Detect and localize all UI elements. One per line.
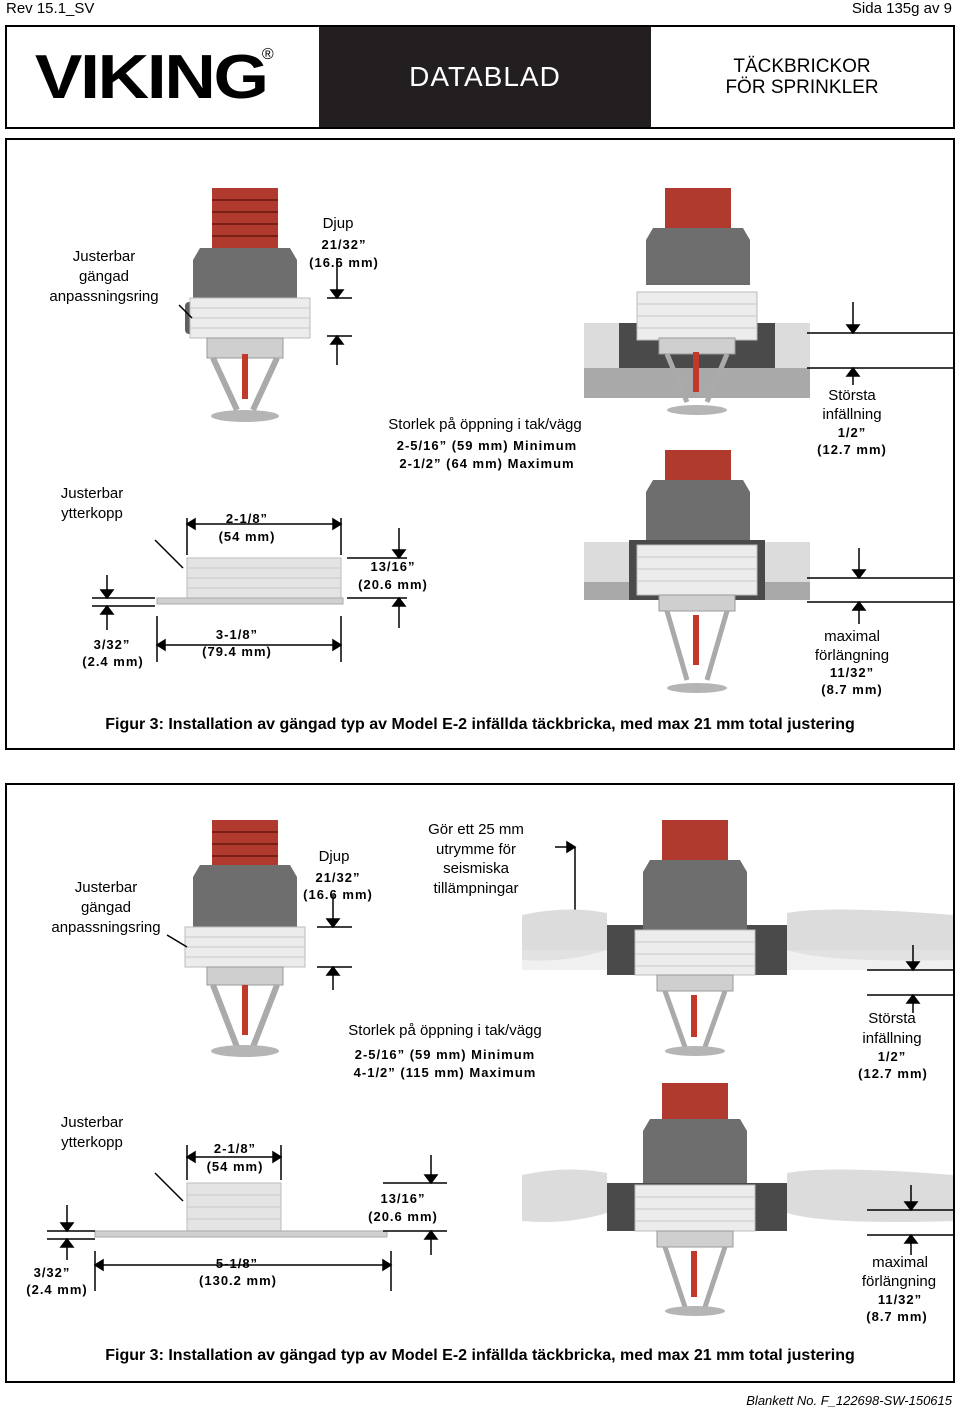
registered-mark: ® — [261, 46, 274, 63]
fig2-recess-label-2: infällning — [862, 1030, 922, 1047]
fig1-cup-height1: 13/16” — [370, 559, 416, 574]
fig1-ext-value2: (8.7 mm) — [821, 682, 883, 697]
fig2-opening-min: 2-5/16” (59 mm) Minimum — [354, 1047, 536, 1062]
product-title: TÄCKBRICKOR FÖR SPRINKLER — [651, 27, 953, 127]
fig1-cup-label-2: ytterkopp — [61, 505, 123, 522]
fig1-ring-label-3: anpassningsring — [49, 288, 159, 305]
fig1-flange1: 3/32” — [93, 637, 131, 652]
fig1-cup-width2: (54 mm) — [218, 529, 276, 544]
fig1-depth-value2: (16.6 mm) — [309, 255, 379, 270]
fig2-flange1: 3/32” — [33, 1265, 71, 1280]
revision-label: Rev 15.1_SV — [6, 0, 95, 17]
fig1-depth-label: Djup — [322, 215, 354, 232]
viking-logo: VIKING ® — [7, 27, 317, 127]
fig2-cup-width1: 2-1/8” — [213, 1141, 257, 1156]
fig1-depth-value1: 21/32” — [321, 237, 367, 252]
installed-sprinkler-top — [584, 188, 810, 415]
fig2-outer1: 5-1/8” — [215, 1256, 259, 1271]
fig2-opening-max: 4-1/2” (115 mm) Maximum — [353, 1065, 537, 1080]
figure1-drawing — [92, 188, 953, 693]
product-title-line2: FÖR SPRINKLER — [725, 77, 879, 98]
fig2-recess-value1: 1/2” — [877, 1049, 907, 1064]
fig2-depth-value1: 21/32” — [315, 870, 361, 885]
figure1-panel: Djup 21/32” (16.6 mm) Justerbar gängad a… — [5, 138, 955, 750]
fig1-opening-min: 2-5/16” (59 mm) Minimum — [396, 438, 578, 453]
datasheet-banner: VIKING ® DATABLAD TÄCKBRICKOR FÖR SPRINK… — [5, 25, 955, 129]
figure2-panel: Djup 21/32” (16.6 mm) Justerbar gängad a… — [5, 783, 955, 1383]
fig1-opening-max: 2-1/2” (64 mm) Maximum — [399, 456, 575, 471]
fig1-flange2: (2.4 mm) — [82, 654, 144, 669]
fig2-ext-value2: (8.7 mm) — [866, 1309, 928, 1324]
fig2-cup-width2: (54 mm) — [206, 1159, 264, 1174]
fig2-ext-label-1: maximal — [872, 1254, 928, 1271]
logo-text: VIKING — [35, 42, 269, 112]
fig2-cup-height2: (20.6 mm) — [368, 1209, 438, 1224]
fig1-ring-label-1: Justerbar — [72, 248, 136, 265]
fig1-outer1: 3-1/8” — [215, 627, 259, 642]
installed-sprinkler-bottom-2 — [522, 1083, 953, 1316]
fig2-outer2: (130.2 mm) — [199, 1273, 277, 1288]
fig2-ring-label-2: gängad — [80, 899, 132, 916]
installed-sprinkler-top-2 — [522, 820, 953, 1056]
fig2-depth-value2: (16.6 mm) — [303, 887, 373, 902]
fig1-ring-label-2: gängad — [78, 268, 130, 285]
fig1-recess-label-2: infällning — [822, 406, 882, 423]
fig1-recess-label-1: Största — [828, 387, 876, 404]
product-title-line1: TÄCKBRICKOR — [733, 56, 871, 77]
fig1-recess-value1: 1/2” — [837, 425, 867, 440]
sprinkler-left — [185, 188, 311, 422]
fig1-caption: Figur 3: Installation av gängad typ av M… — [105, 716, 855, 733]
figure2-drawing — [47, 820, 953, 1316]
fig2-cup-label-2: ytterkopp — [61, 1134, 123, 1151]
fig1-ext-label-2: förlängning — [814, 647, 890, 664]
fig2-ring-label-1: Justerbar — [74, 879, 138, 896]
fig1-recess-value2: (12.7 mm) — [817, 442, 887, 457]
fig2-seismic-label-2: utrymme för — [435, 841, 516, 858]
fig1-cup-height2: (20.6 mm) — [358, 577, 428, 592]
fig2-seismic-label-1: Gör ett 25 mm — [428, 821, 524, 838]
fig2-recess-label-1: Största — [868, 1010, 916, 1027]
fig2-cup-height1: 13/16” — [380, 1191, 426, 1206]
fig1-opening-label: Storlek på öppning i tak/vägg — [388, 416, 582, 433]
form-number: Blankett No. F_122698-SW-150615 — [746, 1393, 952, 1408]
fig1-ext-label-1: maximal — [824, 628, 880, 645]
fig1-ext-value1: 11/32” — [829, 665, 875, 680]
fig1-cup-label-1: Justerbar — [60, 485, 124, 502]
fig2-recess-value2: (12.7 mm) — [858, 1066, 928, 1081]
fig2-ring-label-3: anpassningsring — [51, 919, 161, 936]
fig2-cup-label-1: Justerbar — [60, 1114, 124, 1131]
fig2-ext-label-2: förlängning — [861, 1273, 937, 1290]
doc-type: DATABLAD — [319, 27, 651, 127]
outer-cup-drawing-2 — [94, 1182, 388, 1238]
fig1-cup-width1: 2-1/8” — [225, 511, 269, 526]
fig2-ext-value1: 11/32” — [877, 1292, 923, 1307]
page-number: Sida 135g av 9 — [851, 0, 952, 17]
outer-cup-drawing — [156, 557, 344, 605]
fig2-opening-label: Storlek på öppning i tak/vägg — [348, 1022, 542, 1039]
sprinkler-left-2 — [184, 820, 306, 1057]
fig2-caption: Figur 3: Installation av gängad typ av M… — [105, 1347, 855, 1364]
fig1-outer2: (79.4 mm) — [202, 644, 272, 659]
fig2-seismic-label-3: seismiska — [443, 860, 509, 877]
fig2-depth-label: Djup — [318, 848, 350, 865]
fig2-flange2: (2.4 mm) — [26, 1282, 88, 1297]
installed-sprinkler-bottom — [584, 450, 810, 693]
fig2-seismic-label-4: tillämpningar — [433, 880, 519, 897]
